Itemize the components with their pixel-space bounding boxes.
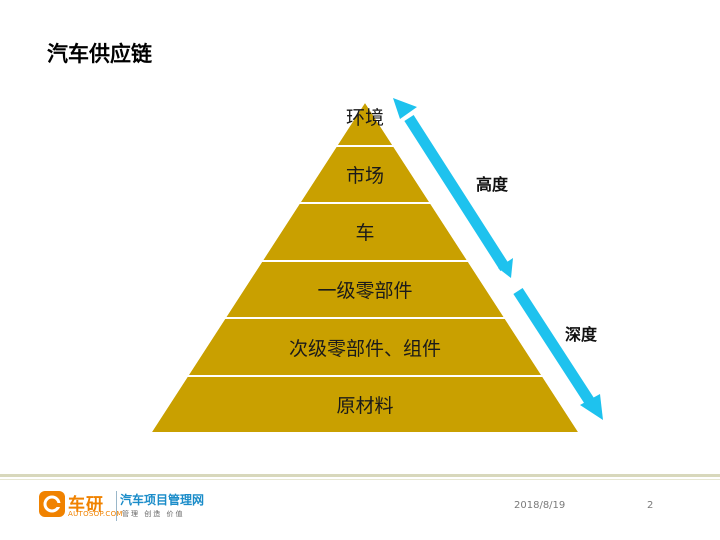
footer-date: 2018/8/19: [514, 500, 566, 511]
logo-slogan: 管理 创造 价值: [122, 510, 185, 518]
page-number: 2: [647, 500, 654, 511]
layer-label: 市场: [345, 165, 384, 187]
depth-arrow-head: [580, 394, 603, 420]
footer-rule: [0, 474, 720, 477]
layer-label: 车: [355, 222, 375, 244]
logo-name: 汽车项目管理网: [120, 493, 205, 507]
height-arrow-head-bottom: [498, 258, 513, 278]
layer-label: 原材料: [336, 395, 394, 417]
height-arrow: [393, 98, 513, 278]
logo-domain: AUTOSOP.COM: [68, 510, 123, 518]
depth-label: 深度: [565, 325, 598, 344]
footer-rule-thin: [0, 479, 720, 480]
logo-separator: [116, 491, 117, 521]
height-arrow-shaft: [404, 115, 510, 271]
layer-label: 次级零部件、组件: [288, 338, 441, 360]
slide-title: 汽车供应链: [47, 42, 152, 66]
height-arrow-head-top: [393, 98, 417, 119]
mask-left: [0, 90, 365, 432]
logo-icon: [39, 491, 65, 517]
logo-brand: 车研: [68, 495, 104, 515]
height-label: 高度: [476, 175, 509, 194]
footer-logo: 车研 AUTOSOP.COM 汽车项目管理网 管理 创造 价值: [38, 489, 228, 523]
mask-right: [365, 90, 720, 432]
depth-arrow-shaft: [513, 288, 595, 405]
depth-arrow: [513, 288, 603, 420]
layer-label: 一级零部件: [317, 280, 413, 302]
logo-icon-notch: [56, 503, 65, 507]
logo-icon-square: [39, 491, 65, 517]
layer-label: 环境: [345, 107, 384, 129]
pyramid-body: [152, 103, 578, 432]
